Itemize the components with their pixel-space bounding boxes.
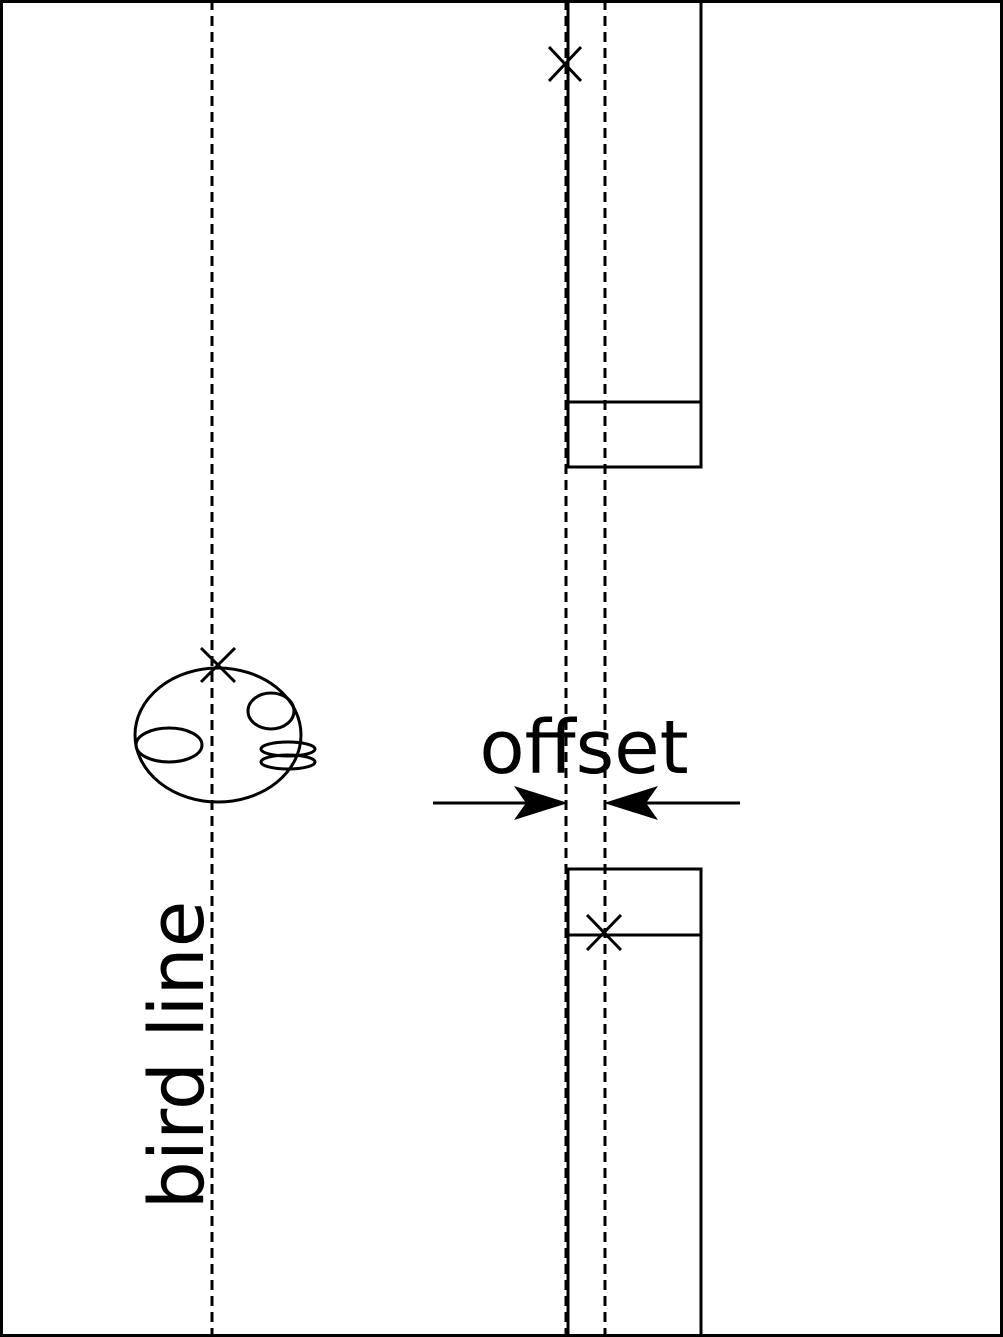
upper-pipe <box>566 0 703 469</box>
bird-icon <box>133 666 317 804</box>
offset-arrows <box>433 786 740 820</box>
bird-line-label: bird line <box>132 901 221 1210</box>
bird-eye <box>246 691 296 731</box>
lower-pipe-body <box>566 867 703 1337</box>
bird-body <box>133 666 303 804</box>
offset-left-arrow-head <box>514 786 568 820</box>
offset-right-arrow-head <box>604 786 658 820</box>
cross-marker <box>585 913 623 952</box>
bird-beak-lower <box>259 753 317 771</box>
upper-pipe-body <box>566 0 703 469</box>
bird-wing <box>134 726 204 764</box>
offset-label: offset <box>479 705 688 791</box>
lower-pipe <box>566 867 703 1337</box>
cross-marker <box>547 45 583 83</box>
cross-marker <box>199 646 237 684</box>
